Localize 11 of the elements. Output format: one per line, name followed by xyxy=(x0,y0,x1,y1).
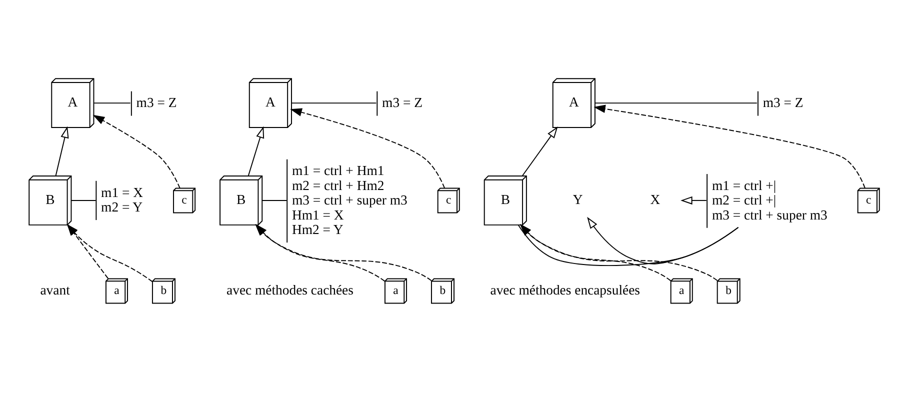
node-text: X xyxy=(650,192,660,208)
node-text: m3 = Z xyxy=(382,95,422,110)
label: avec méthodes encapsulées xyxy=(490,282,640,298)
node-text: m1 = X m2 = Y xyxy=(101,184,144,214)
node-text: m1 = ctrl + Hm1 m2 = ctrl + Hm2 m3 = ctrl + super m3 Hm1 = X Hm2 = Y xyxy=(292,163,408,237)
node-text: m3 = Z xyxy=(136,95,177,110)
label: avec méthodes cachées xyxy=(226,282,354,298)
label: avant xyxy=(40,282,70,298)
node-text: m3 = Z xyxy=(762,95,804,110)
node-text: Y xyxy=(572,192,583,208)
node-text: m1 = ctrl +| m2 = ctrl +| m3 = ctrl + super m3 xyxy=(712,178,828,222)
